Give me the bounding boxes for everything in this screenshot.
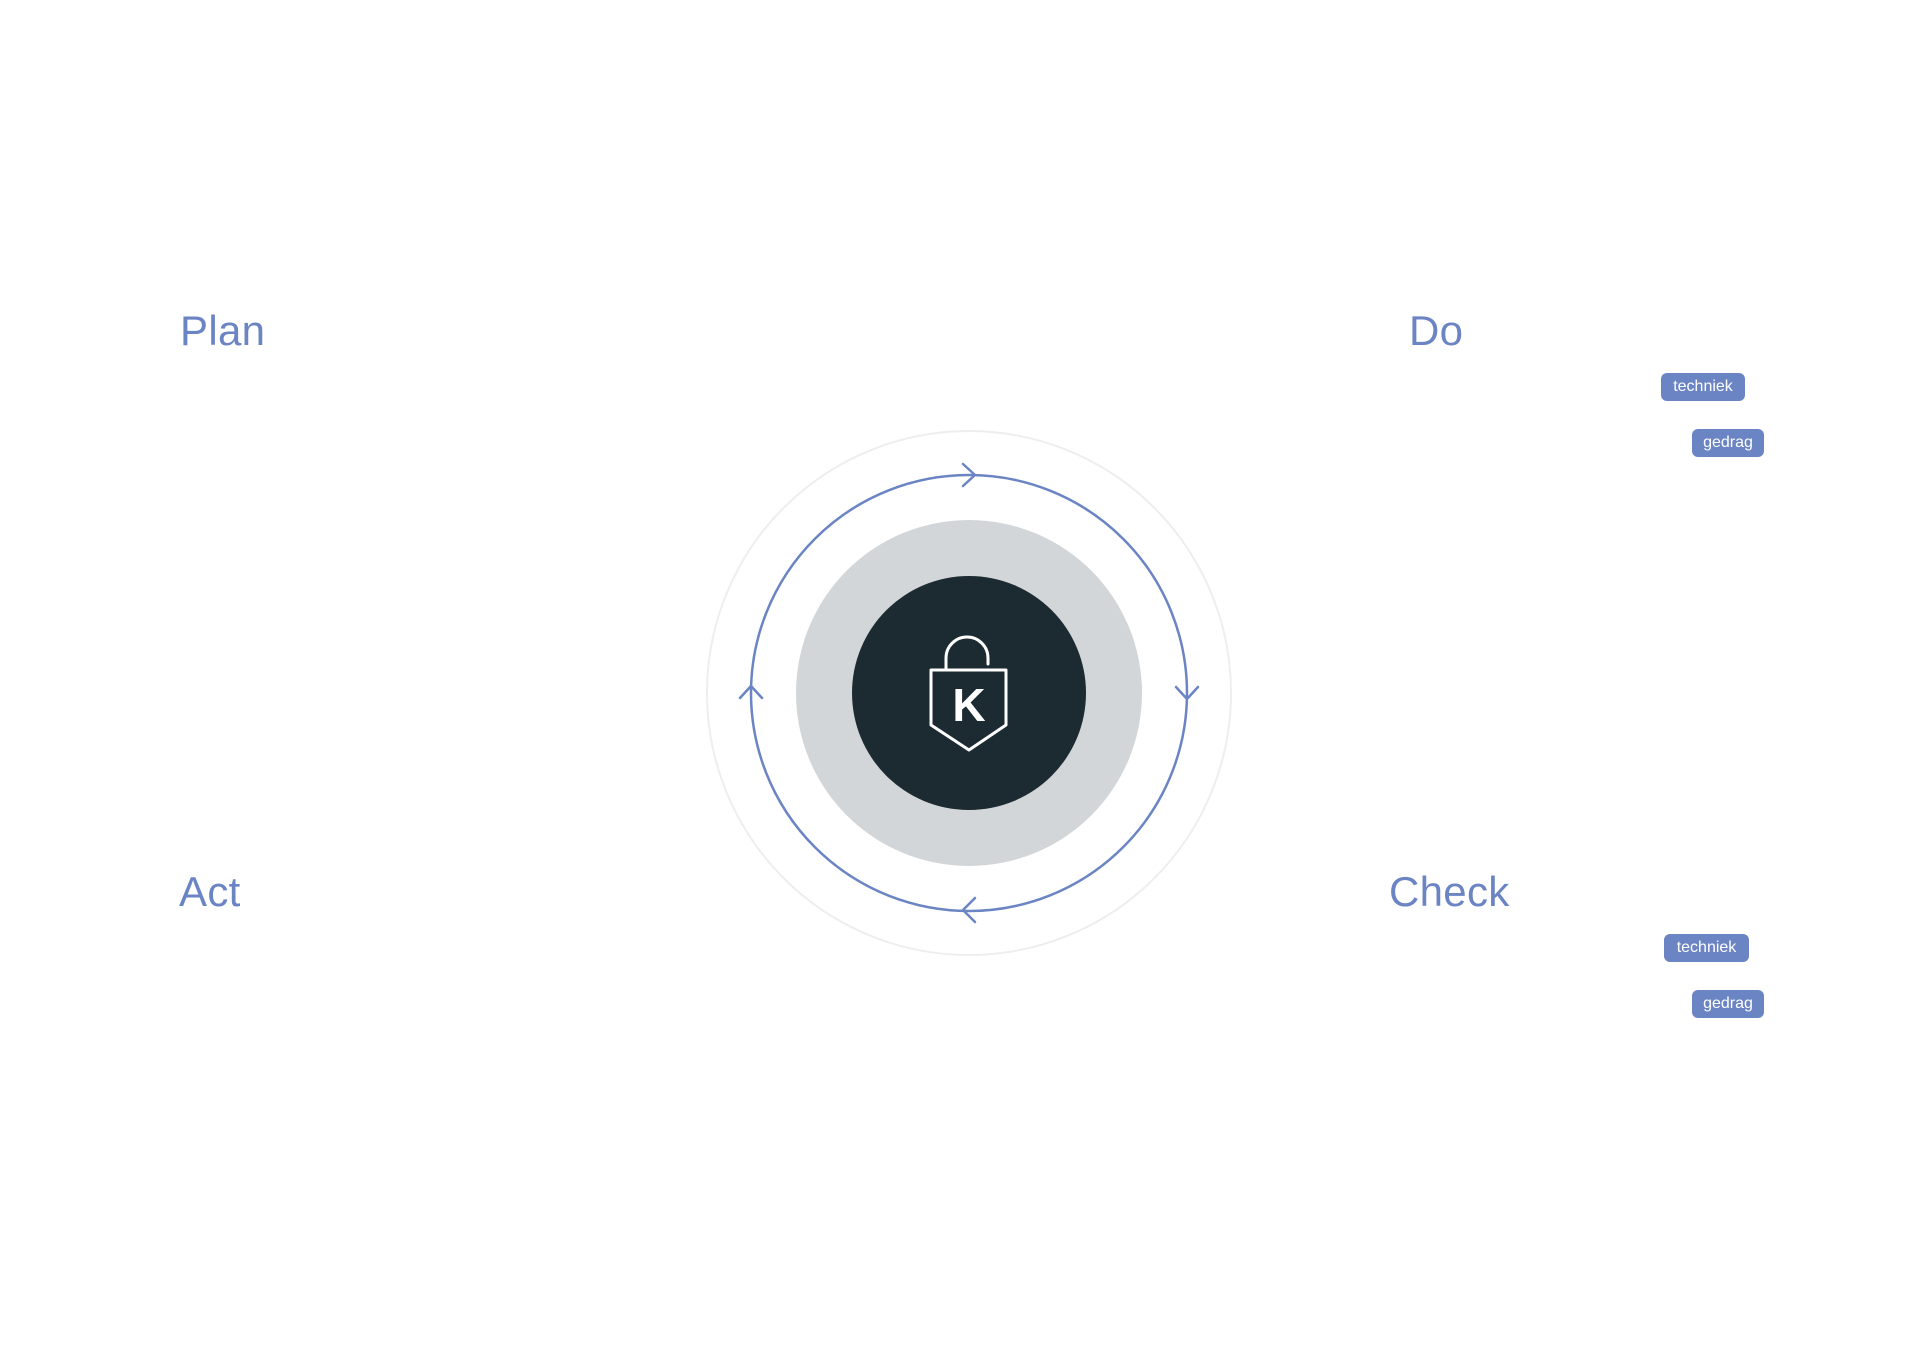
phase-title-do: Do bbox=[1409, 307, 1464, 354]
tag-check-gedrag: gedrag bbox=[1692, 990, 1764, 1018]
arrow-right-icon bbox=[1174, 685, 1200, 701]
outer-ring bbox=[706, 430, 1232, 956]
arrow-left-icon bbox=[738, 684, 764, 700]
arrow-top-icon bbox=[961, 462, 977, 488]
cycle-ring bbox=[749, 473, 1189, 913]
phase-title-check: Check bbox=[1389, 868, 1510, 915]
tag-do-gedrag: gedrag bbox=[1692, 429, 1764, 457]
phase-title-plan: Plan bbox=[180, 307, 266, 354]
tag-check-techniek: techniek bbox=[1664, 934, 1749, 962]
phase-title-act: Act bbox=[179, 868, 241, 915]
core-disc bbox=[852, 576, 1086, 810]
arrow-bottom-icon bbox=[961, 896, 977, 924]
padlock-shield-icon: K bbox=[929, 635, 1008, 752]
logo-letter: K bbox=[952, 679, 985, 731]
tag-do-techniek: techniek bbox=[1661, 373, 1745, 401]
